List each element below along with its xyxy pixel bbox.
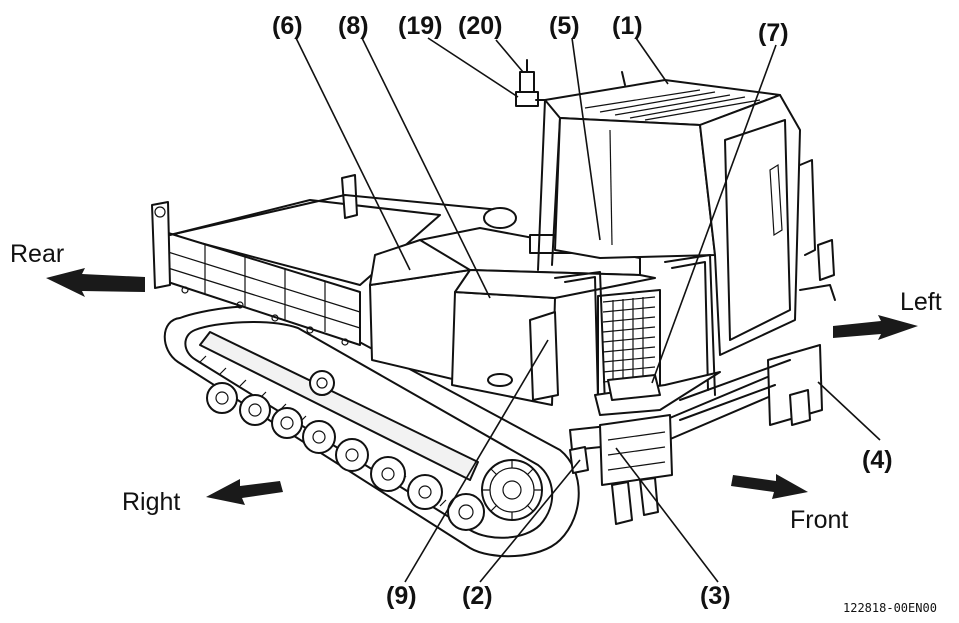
label-rear: Rear [10,240,64,268]
leader-lines [295,37,881,583]
callout-20: (20) [458,12,502,40]
callout-3: (3) [700,582,731,610]
callout-5: (5) [549,12,580,40]
callout-4: (4) [862,446,893,474]
direction-arrows [46,268,918,505]
label-right: Right [122,488,180,516]
callout-19: (19) [398,12,442,40]
drive-sprocket [481,459,543,521]
right-arrow-icon [206,479,283,505]
figure-code: 122818-00EN00 [843,601,937,615]
operator-cab [515,59,836,356]
direction-labels: Rear Left Right Front [10,240,942,534]
callout-labels: (6) (8) (19) (20) (5) (1) (7) (4) (9) (2… [272,12,893,610]
callout-9: (9) [386,582,417,610]
road-wheels [206,370,485,531]
callout-7: (7) [758,19,789,47]
callout-6: (6) [272,12,303,40]
label-left: Left [900,288,942,316]
front-arrow-icon [731,474,808,499]
callout-8: (8) [338,12,369,40]
label-front: Front [790,506,848,534]
left-arrow-icon [833,315,918,340]
rear-arrow-icon [46,268,145,297]
callout-2: (2) [462,582,493,610]
dump-bed [151,174,501,346]
callout-1: (1) [612,12,643,40]
engine-covers [369,207,661,406]
